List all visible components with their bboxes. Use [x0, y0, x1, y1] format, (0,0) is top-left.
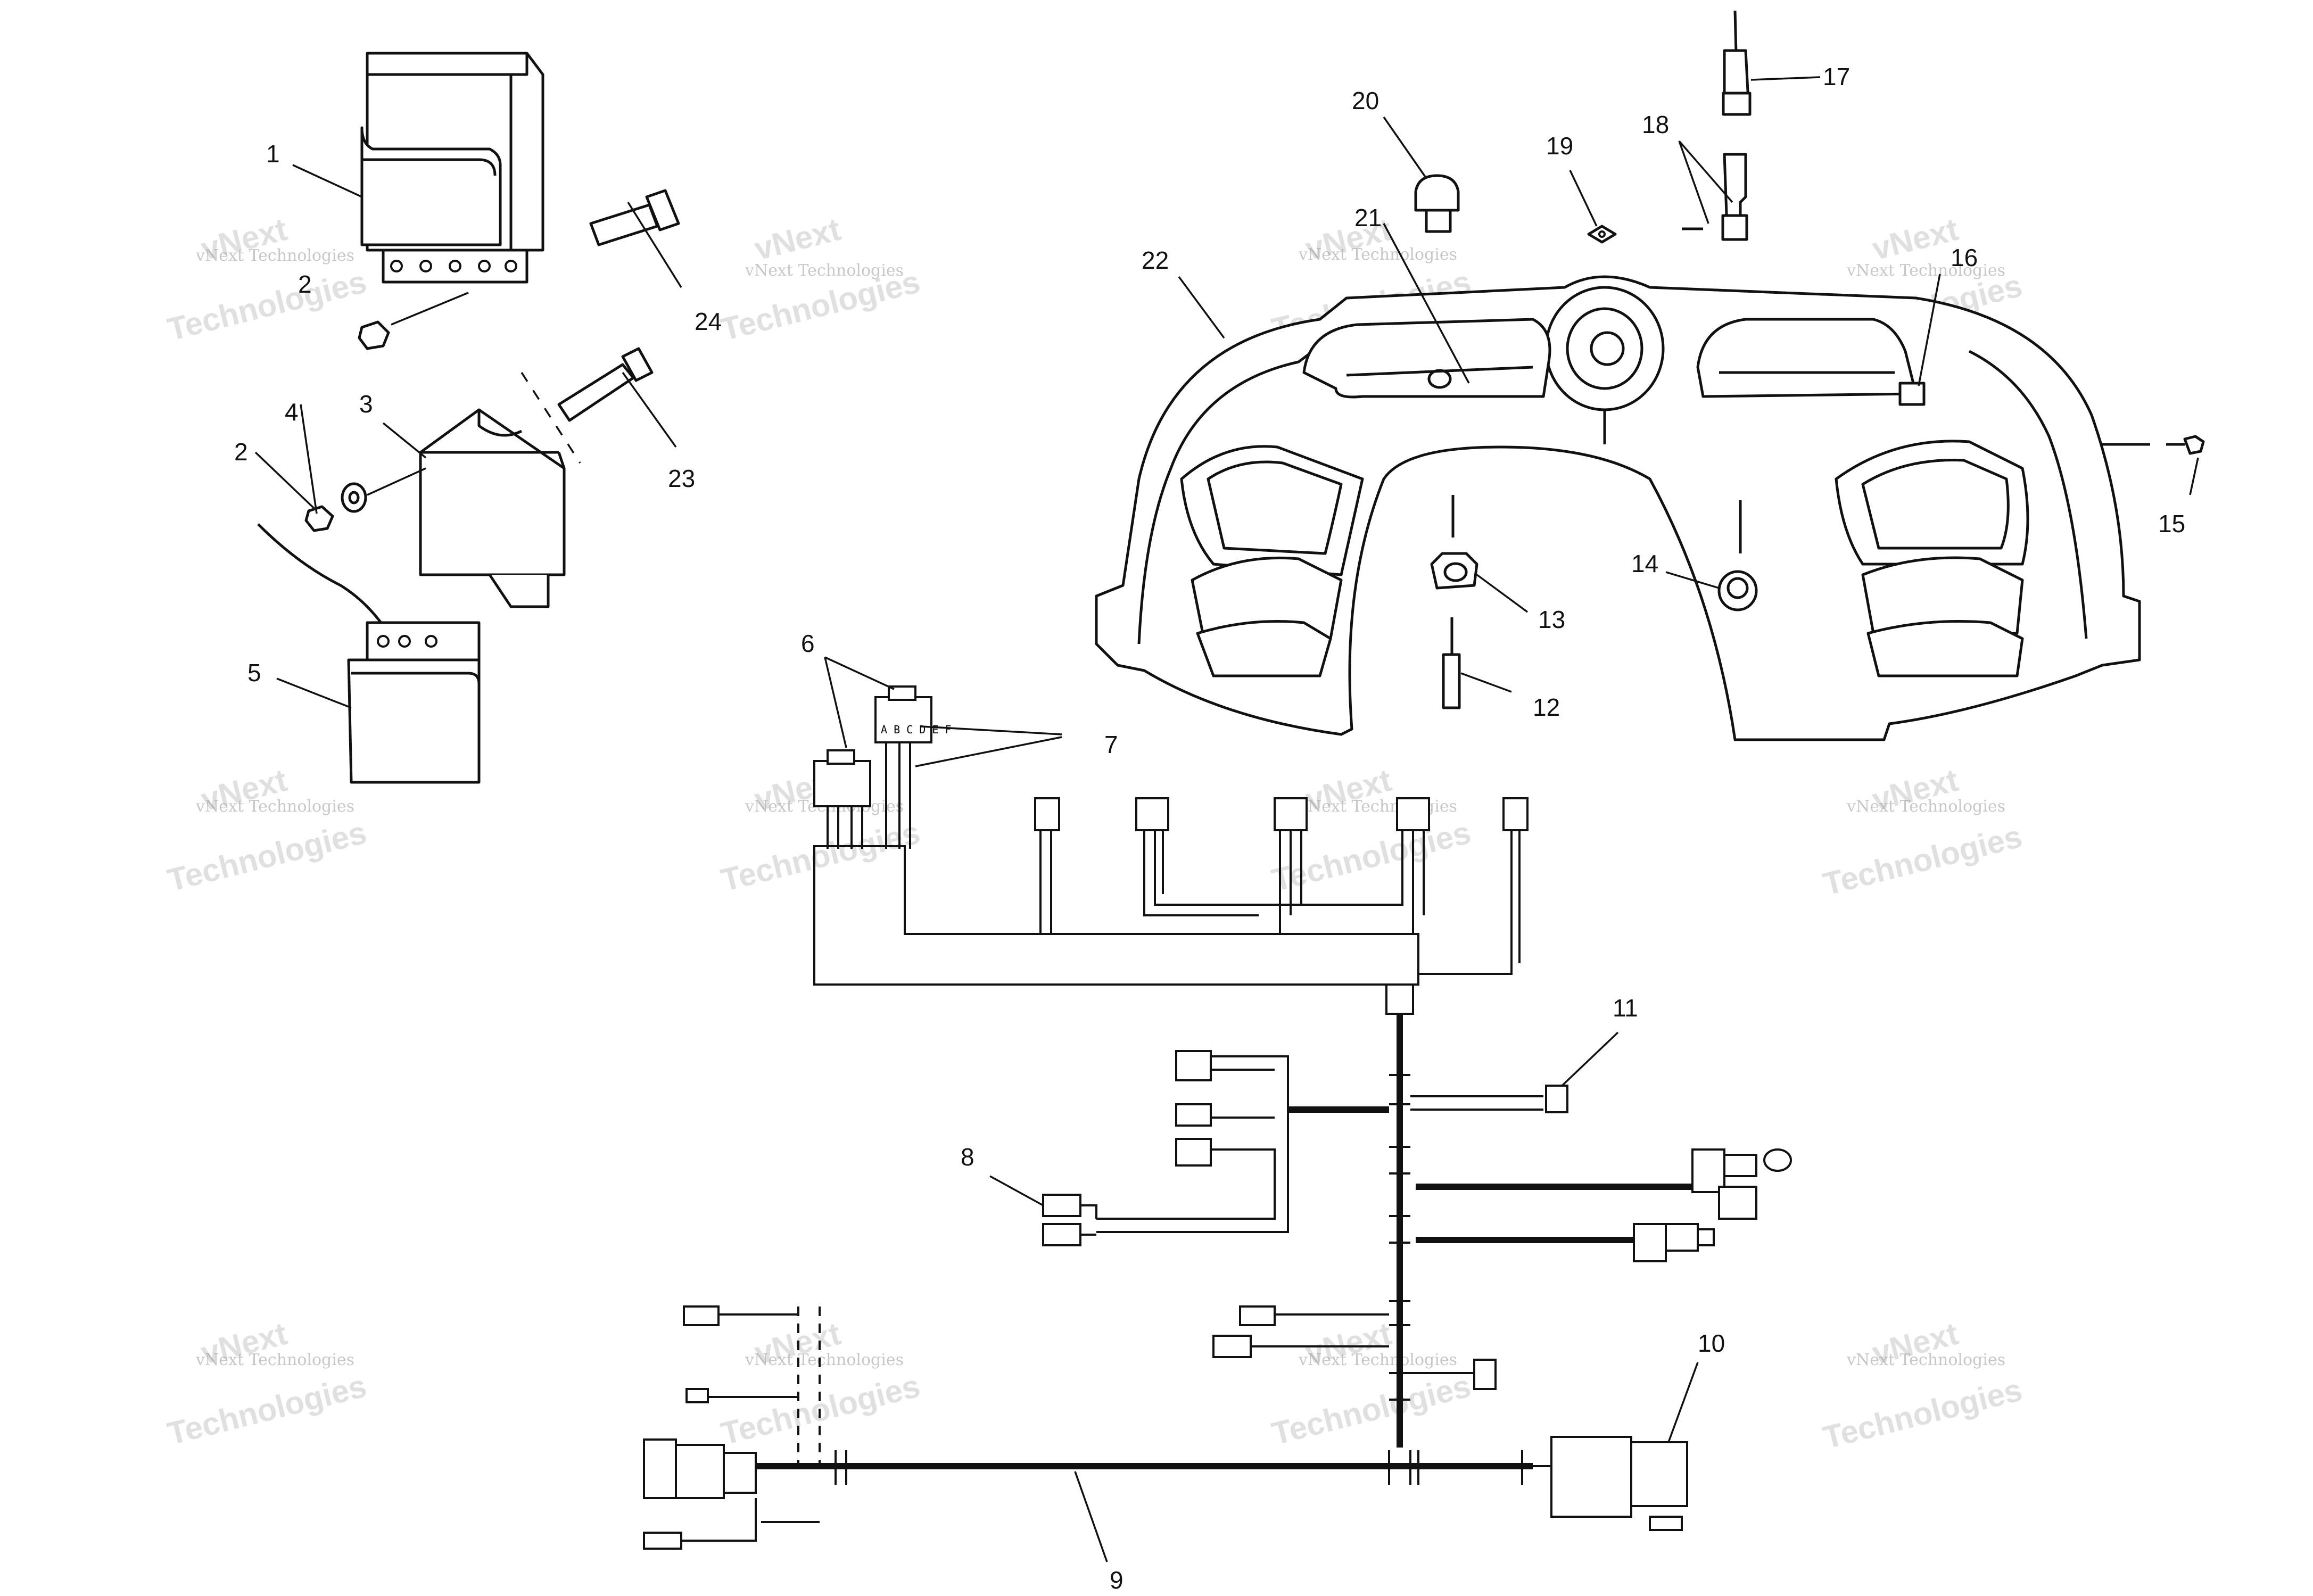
svg-text:Technologies: Technologies: [164, 1368, 370, 1451]
callout-20: 20: [1352, 87, 1379, 114]
svg-text:vNext: vNext: [1869, 211, 1962, 267]
part-14-nut: [1717, 500, 1758, 611]
svg-text:vNext Technologies: vNext Technologies: [745, 261, 904, 280]
top-connectors: [1034, 797, 1529, 975]
part-2-nut-top: [358, 292, 469, 350]
callout-16: 16: [1951, 244, 1978, 271]
svg-text:A B C D E F: A B C D E F: [881, 723, 951, 736]
callout-2a: 2: [298, 270, 312, 298]
watermark-12: vNext vNext Technologies Technologies: [1820, 1316, 2026, 1456]
part-19-plate: [1587, 225, 1617, 244]
svg-text:vNext Technologies: vNext Technologies: [195, 1351, 354, 1369]
svg-text:vNext Technologies: vNext Technologies: [1846, 797, 2005, 816]
callout-8: 8: [961, 1143, 974, 1171]
callout-4: 4: [285, 398, 299, 426]
part-17-switch: [1722, 10, 1752, 116]
watermark-9: vNext vNext Technologies Technologies: [164, 1316, 370, 1452]
svg-text:vNext Technologies: vNext Technologies: [1846, 261, 2005, 280]
callout-21: 21: [1354, 204, 1382, 231]
callout-6: 6: [801, 630, 815, 657]
wiring-harness: A B C D E F: [643, 685, 1792, 1550]
svg-text:vNext Technologies: vNext Technologies: [1298, 797, 1457, 816]
svg-text:Technologies: Technologies: [164, 263, 370, 347]
svg-text:Technologies: Technologies: [1268, 1368, 1474, 1451]
callout-14: 14: [1631, 550, 1658, 577]
watermark-5: vNext vNext Technologies Technologies: [164, 762, 370, 898]
part-1-control-module: [360, 52, 544, 284]
part-18-switch: [1682, 153, 1748, 241]
callout-10: 10: [1698, 1329, 1725, 1357]
watermark-11: vNext vNext Technologies Technologies: [1268, 1316, 1474, 1452]
part-4-washer: [341, 467, 426, 513]
callout-5: 5: [247, 659, 261, 687]
part-22-dashboard: [1095, 275, 2141, 741]
svg-text:vNext Technologies: vNext Technologies: [1298, 1351, 1457, 1369]
svg-text:Technologies: Technologies: [1820, 818, 2026, 902]
svg-text:Technologies: Technologies: [164, 814, 370, 898]
callout-18: 18: [1642, 111, 1669, 138]
callout-13: 13: [1538, 606, 1565, 633]
callout-11: 11: [1613, 994, 1638, 1022]
callout-15: 15: [2158, 510, 2185, 537]
callout-23: 23: [668, 465, 695, 492]
part-24-bolt: [589, 189, 680, 246]
leader-lines: [254, 76, 2199, 1562]
svg-text:Technologies: Technologies: [1820, 1372, 2026, 1456]
svg-text:vNext Technologies: vNext Technologies: [1298, 245, 1457, 264]
callout-19: 19: [1546, 132, 1573, 160]
callout-17: 17: [1823, 63, 1850, 90]
svg-text:vNext Technologies: vNext Technologies: [1846, 1351, 2005, 1369]
svg-text:vNext Technologies: vNext Technologies: [745, 1351, 904, 1369]
svg-text:Technologies: Technologies: [717, 814, 923, 898]
callout-numbers: 1 2 24 3 4 2 23 5 6 7 8 9 10 11 12 13 14…: [234, 63, 2185, 1594]
watermark-2: vNext vNext Technologies Technologies: [717, 211, 923, 348]
callout-22: 22: [1142, 246, 1169, 274]
watermark-1: vNext vNext Technologies Technologies: [164, 211, 370, 348]
part-15-screw: [2102, 435, 2205, 455]
watermark-8: vNext vNext Technologies Technologies: [1820, 762, 2026, 902]
callout-12: 12: [1533, 693, 1560, 721]
part-23-bolt: [557, 347, 654, 422]
callout-7: 7: [1104, 731, 1118, 758]
svg-text:vNext Technologies: vNext Technologies: [195, 797, 354, 816]
part-2-nut-lower: [304, 505, 334, 532]
part-20-knob: [1414, 174, 1460, 233]
part-5-module: [257, 523, 481, 784]
part-12-pin: [1442, 617, 1461, 709]
svg-text:vNext Technologies: vNext Technologies: [195, 246, 354, 265]
part-3-module-bracket: [419, 372, 581, 608]
svg-text:vNext: vNext: [751, 211, 844, 267]
callout-9: 9: [1110, 1566, 1124, 1594]
part-13-nut: [1430, 495, 1478, 590]
callout-2b: 2: [234, 438, 248, 466]
callout-24: 24: [695, 308, 722, 335]
callout-3: 3: [359, 390, 373, 418]
callout-1: 1: [266, 140, 280, 168]
